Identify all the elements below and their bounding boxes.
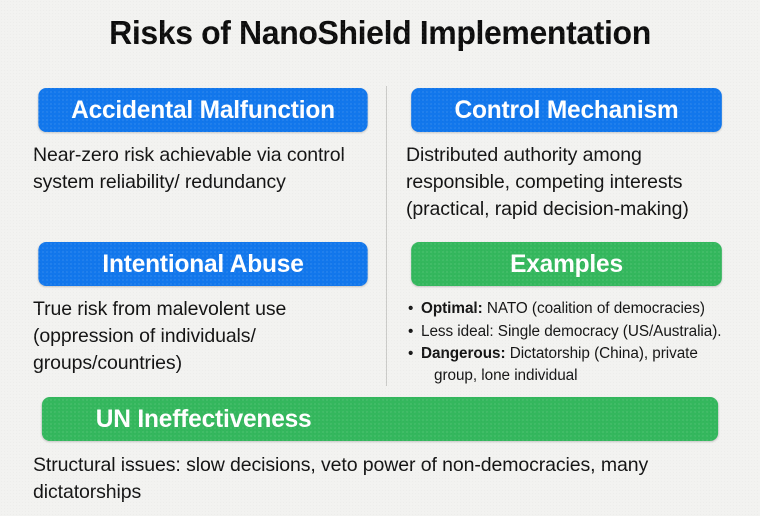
section-body-un-ineffectiveness: Structural issues: slow decisions, veto … <box>33 454 649 503</box>
list-item-label: Optimal: <box>421 300 483 317</box>
section-header-label: Examples <box>510 249 623 278</box>
column-divider <box>386 86 387 386</box>
section-header-intentional-abuse[interactable]: Intentional Abuse <box>38 242 368 286</box>
section-header-control-mechanism[interactable]: Control Mechanism <box>411 88 722 132</box>
list-item: • Less ideal: Single democracy (US/Austra… <box>408 321 738 343</box>
section-body-control-mechanism: Distributed authority among responsible,… <box>406 144 689 220</box>
list-item-text: NATO (coalition of democracies) <box>482 300 705 317</box>
section-header-label: UN Ineffectiveness <box>95 404 312 433</box>
list-item-continuation: group, lone individual <box>434 366 578 384</box>
section-header-accidental-malfunction[interactable]: Accidental Malfunction <box>38 88 368 132</box>
list-item-label: Less ideal: <box>421 322 494 340</box>
page-title: Risks of NanoShield Implementation <box>109 14 651 51</box>
section-header-examples[interactable]: Examples <box>411 242 722 286</box>
section-body-accidental-malfunction: Near-zero risk achievable via control sy… <box>33 144 345 193</box>
list-item-text: Single democracy (US/Australia). <box>493 322 722 340</box>
bullet-icon: • <box>408 300 414 317</box>
section-header-label: Intentional Abuse <box>102 249 304 278</box>
section-body-intentional-abuse: True risk from malevolent use (oppressio… <box>33 298 287 374</box>
list-item-text: Dictatorship (China), private <box>505 345 698 362</box>
list-item: • Optimal: NATO (coalition of democracies… <box>408 298 738 320</box>
section-header-label: Accidental Malfunction <box>71 95 335 124</box>
section-header-label: Control Mechanism <box>454 95 679 124</box>
list-item-label: Dangerous: <box>421 345 506 362</box>
list-item: • Dangerous: Dictatorship (China), privat… <box>408 343 738 386</box>
section-header-un-ineffectiveness[interactable]: UN Ineffectiveness <box>41 397 719 441</box>
bullet-icon: • <box>408 322 414 340</box>
examples-bullet-list: • Optimal: NATO (coalition of democracies… <box>408 298 738 387</box>
bullet-icon: • <box>408 345 414 362</box>
